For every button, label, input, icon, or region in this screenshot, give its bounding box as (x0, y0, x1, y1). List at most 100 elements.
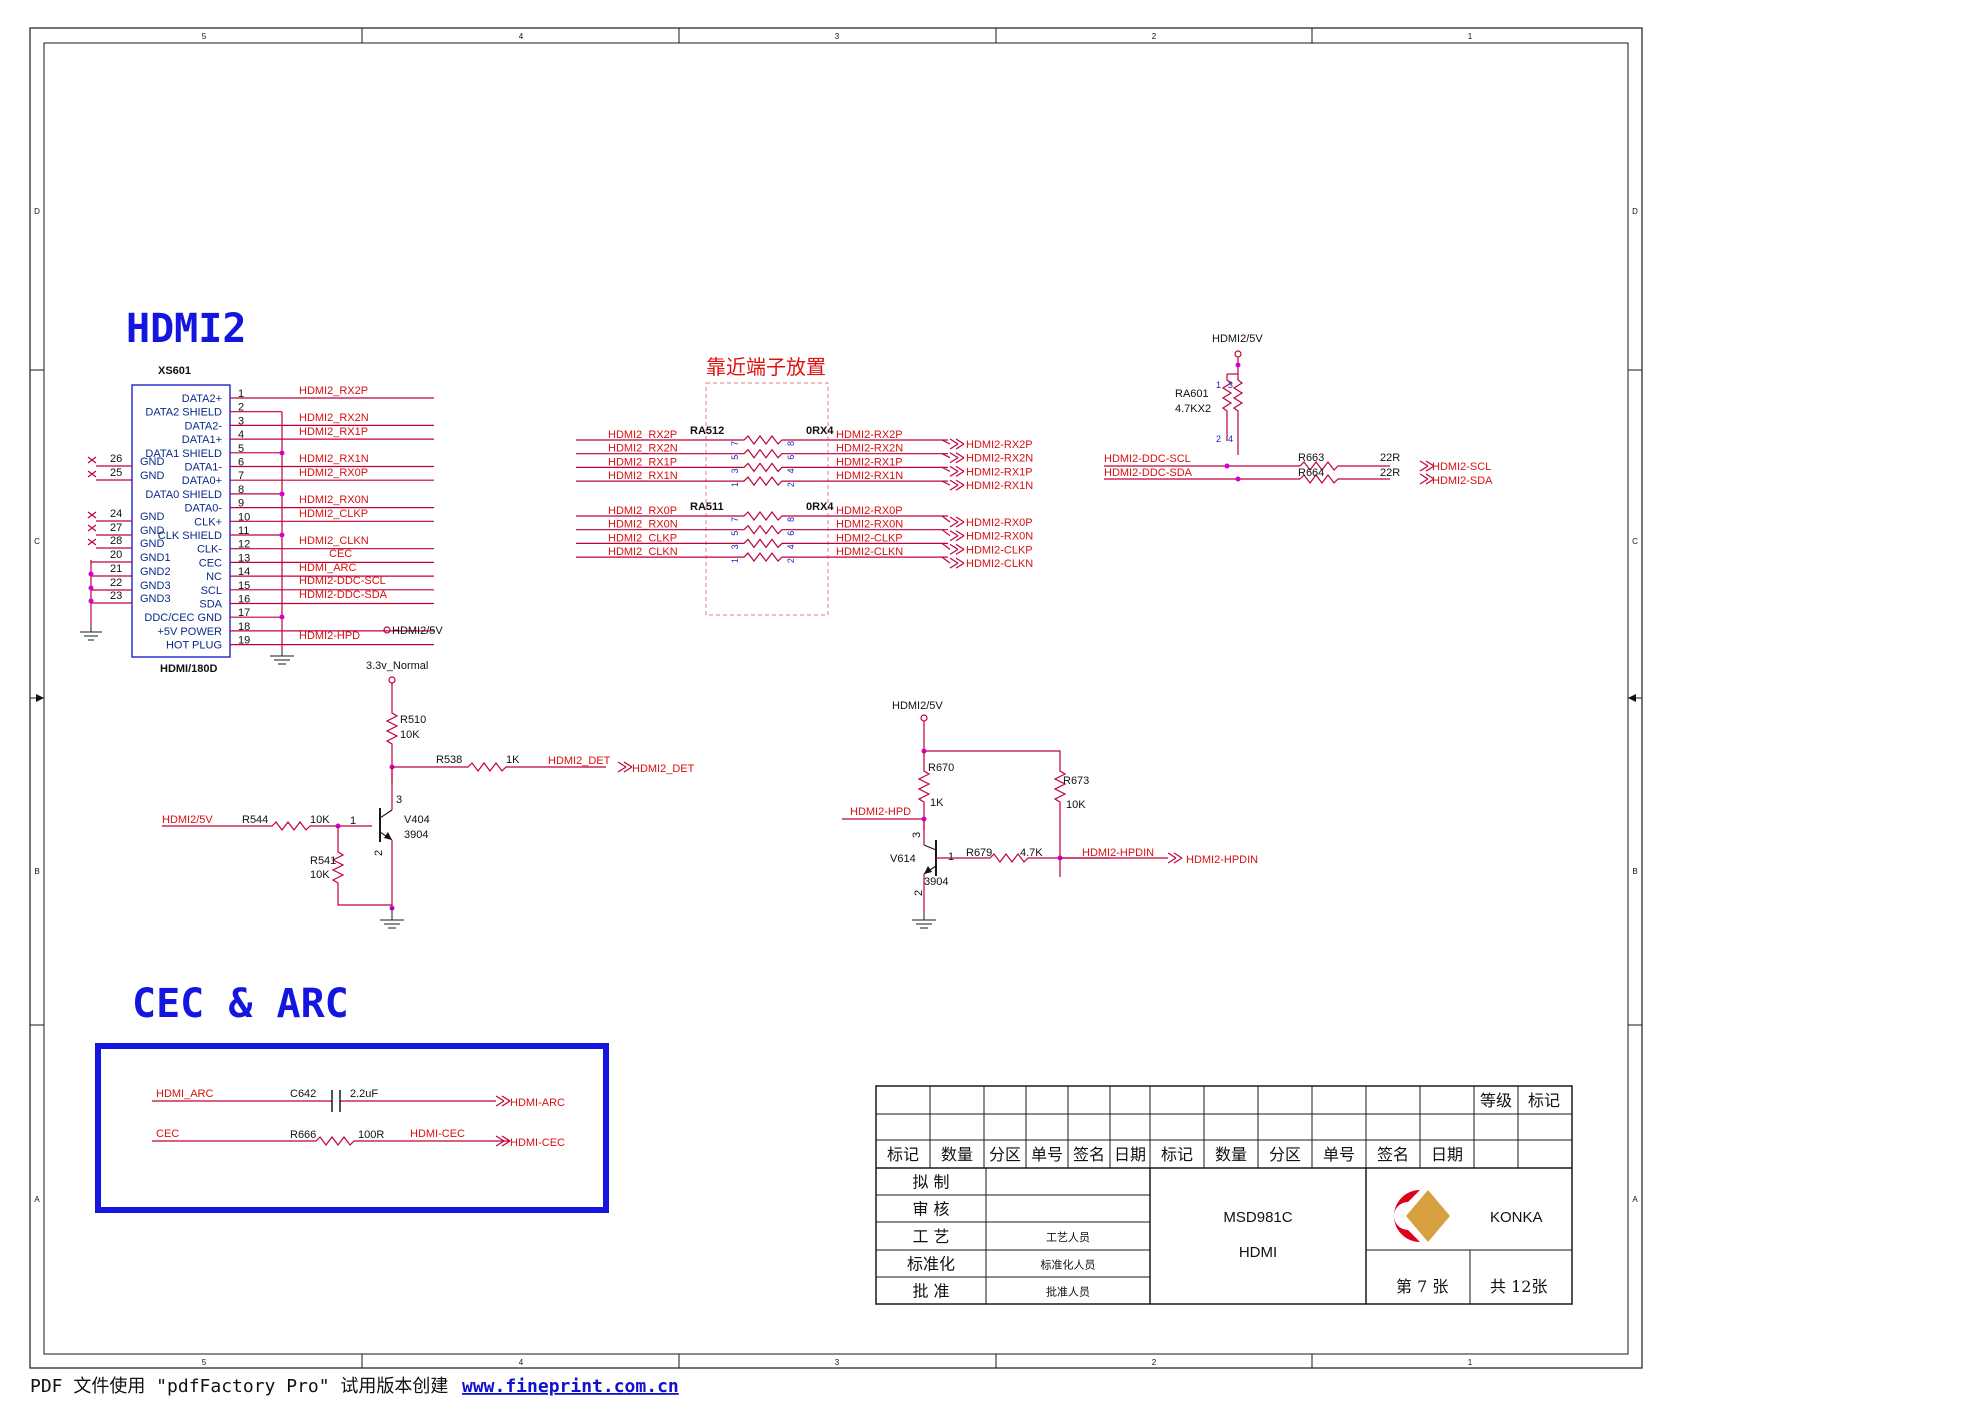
connector-gnd-number: 23 (110, 590, 122, 602)
tb-header-cell: 单号 (1031, 1145, 1063, 1164)
tb-sheet-name: HDMI (1239, 1244, 1277, 1261)
tb-header-cell: 日期 (1114, 1145, 1146, 1164)
ra511-in-net: HDMI2_CLKP (608, 532, 677, 544)
tb-role-value: 工艺人员 (1046, 1231, 1090, 1244)
col-label-top-1: 1 (1468, 32, 1473, 41)
ra511-mid-net: HDMI2-CLKP (836, 532, 903, 544)
r664-value: 22R (1380, 467, 1400, 479)
ra511-pin-right: 6 (786, 531, 796, 536)
connector-pin-number: 14 (238, 566, 250, 578)
v614-ref: V614 (890, 853, 916, 865)
connector-pin-name: CLK SHIELD (158, 530, 222, 542)
cec-arc-section-title: CEC & ARC (132, 981, 349, 1027)
connector-pin-name: DATA0+ (182, 475, 222, 487)
detect-in-net: HDMI2/5V (162, 814, 213, 826)
r510-ref: R510 (400, 714, 426, 726)
net-hdmi2-rx0p: HDMI2_RX0P (299, 467, 368, 479)
ra512-port-arrow (941, 452, 965, 464)
hpd-power-label: HDMI2/5V (892, 700, 943, 712)
v404-pin-c: 3 (396, 794, 402, 806)
ra511-out-port: HDMI2-CLKN (966, 558, 1033, 570)
connector-gnd-name: GND (140, 470, 165, 482)
ra511-in-net: HDMI2_CLKN (608, 546, 678, 558)
r670-value: 1K (930, 797, 944, 809)
hdmi-arc-port: HDMI-ARC (510, 1097, 565, 1109)
c642-value: 2.2uF (350, 1088, 378, 1100)
v614-pin-c: 3 (911, 832, 923, 838)
ra512-ref: RA512 (690, 425, 724, 437)
connector-pin-number: 5 (238, 443, 244, 455)
ra512-pin-right: 2 (786, 482, 796, 487)
hdmi2-scl-port: HDMI2-SCL (1432, 461, 1491, 473)
hdmi2-section-title: HDMI2 (126, 306, 246, 352)
ddc-scl-net: HDMI2-DDC-SCL (1104, 453, 1191, 465)
connector-pin-number: 9 (238, 498, 244, 510)
connector-pin-number: 10 (238, 511, 250, 523)
r666-ref: R666 (290, 1129, 316, 1141)
net-hdmi2-clkn: HDMI2_CLKN (299, 535, 369, 547)
connector-pin-name: DATA0 SHIELD (145, 489, 222, 501)
title-block-roles: 拟 制审 核工 艺工艺人员标准化标准化人员批 准批准人员 (876, 1173, 1150, 1301)
col-label-bottom-1: 1 (1468, 1358, 1473, 1367)
ra511-mid-net: HDMI2-RX0N (836, 519, 903, 531)
detect-power-label: 3.3v_Normal (366, 660, 428, 672)
connector-gnd-number: 20 (110, 549, 122, 561)
ra511-pin-left: 7 (730, 517, 740, 522)
cec-cec-net: CEC (156, 1128, 179, 1140)
col-label-bottom-5: 5 (202, 1358, 207, 1367)
tb-header-cell: 签名 (1073, 1145, 1105, 1164)
hdmi-cec-net: HDMI-CEC (410, 1128, 465, 1140)
tb-model: MSD981C (1223, 1209, 1292, 1226)
connector-gnd-name: GND3 (140, 593, 171, 605)
connector-gnd-number: 21 (110, 563, 122, 575)
connector-ground-symbol (80, 626, 102, 641)
r544-ref: R544 (242, 814, 268, 826)
col-label-top-4: 4 (519, 32, 524, 41)
connector-gnd-number: 25 (110, 467, 122, 479)
net-hdmi2-rx0n: HDMI2_RX0N (299, 494, 369, 506)
connector-5v-label: HDMI2/5V (392, 625, 443, 637)
connector-pin-number: 2 (238, 402, 244, 414)
ra511-resistor (576, 524, 948, 535)
ra512-value: 0RX4 (806, 425, 834, 437)
connector-pin-name: DATA2- (185, 420, 223, 432)
net-hdmi-arc: HDMI_ARC (299, 562, 357, 574)
ra512-resistor (576, 435, 948, 445)
tb-mark: 标记 (1528, 1091, 1560, 1110)
ra511-resistor (576, 511, 948, 521)
row-label-left-a: A (34, 1195, 40, 1204)
ra511-pin-right: 4 (786, 544, 796, 549)
net-hdmi2-rx2n: HDMI2_RX2N (299, 412, 369, 424)
row-label-right-c: C (1632, 537, 1638, 546)
ra601-pin-2: 2 (1216, 434, 1221, 444)
col-label-top-3: 3 (835, 32, 840, 41)
row-label-right-d: D (1632, 207, 1638, 216)
connector-pin-name: +5V POWER (158, 626, 223, 638)
connector-pin-number: 7 (238, 470, 244, 482)
ra512-pin-right: 4 (786, 468, 796, 473)
connector-gnd-number: 28 (110, 535, 122, 547)
ra601-pin-3: 3 (1228, 380, 1233, 390)
hotplug-circuit: HDMI2/5V R670 1K R673 10K HDMI2-HPD 3 2 … (842, 700, 1258, 929)
footer-link[interactable]: www.fineprint.com.cn (462, 1376, 679, 1397)
hpdin-net-label: HDMI2-HPDIN (1082, 847, 1154, 859)
connector-pin-number: 8 (238, 484, 244, 496)
tb-header-cell: 标记 (1161, 1145, 1193, 1164)
ra512-out-port: HDMI2-RX2N (966, 453, 1033, 465)
ra512-out-port: HDMI2-RX1N (966, 480, 1033, 492)
hpdin-port-label: HDMI2-HPDIN (1186, 854, 1258, 866)
connector-pin-name: DATA2 SHIELD (145, 407, 222, 419)
ra512-pin-left: 7 (730, 441, 740, 446)
ddc-power-label: HDMI2/5V (1212, 333, 1263, 345)
ra511-pin-right: 2 (786, 558, 796, 563)
connector-pin-number: 12 (238, 539, 250, 551)
ra512-mid-net: HDMI2-RX2N (836, 443, 903, 455)
ra511-out-port: HDMI2-CLKP (966, 544, 1033, 556)
hdmi2-sda-port: HDMI2-SDA (1432, 475, 1493, 487)
tb-header-cell: 分区 (989, 1145, 1021, 1164)
ra511-port-arrow (941, 556, 965, 569)
ra511-pin-left: 1 (730, 558, 740, 563)
